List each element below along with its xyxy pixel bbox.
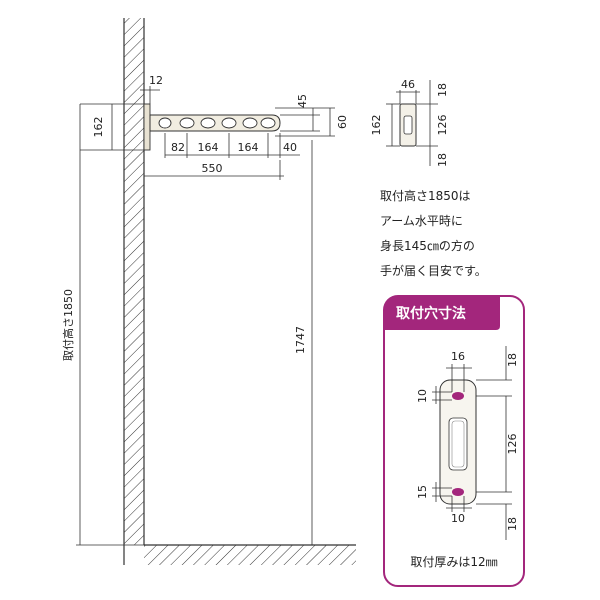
dim-bracket-height: 162 [92, 117, 105, 138]
hole-bracket-front [439, 379, 477, 505]
hole-dim-bottom: 18 [506, 517, 519, 531]
hole-panel-footer: 取付厚みは12㎜ [410, 555, 497, 569]
hole-dimension-lines [432, 346, 512, 540]
wall-bracket [143, 103, 151, 151]
note-line-1: 取付高さ1850は [380, 188, 471, 203]
dim-top-offset: 12 [149, 74, 163, 87]
note-line-4: 手が届く目安です。 [380, 263, 487, 278]
hole-dim-top: 18 [506, 353, 519, 367]
dim-ceiling-to-floor: 1747 [294, 326, 307, 354]
floor [144, 544, 356, 565]
front-dim-bottom: 18 [436, 153, 449, 167]
dim-arm-overall: 60 [336, 115, 349, 129]
front-dim-height: 162 [370, 115, 383, 136]
label-mount-height: 取付高さ1850 [61, 289, 75, 361]
hole-dim-width: 16 [451, 350, 465, 363]
hole-panel-header [384, 296, 500, 330]
lower-mount-hole [452, 488, 464, 496]
dim-seg-a: 82 [171, 141, 185, 154]
hole-dim-lower-width: 10 [451, 512, 465, 525]
front-bracket-small [399, 103, 417, 147]
hole-dim-upper: 10 [416, 389, 429, 403]
dim-arm-thickness: 45 [296, 94, 309, 108]
upper-mount-hole [452, 392, 464, 400]
front-dim-top: 18 [436, 83, 449, 97]
hole-dim-span: 126 [506, 434, 519, 455]
hole-dimension-panel: 取付穴寸法 [383, 295, 525, 587]
dim-seg-b: 164 [198, 141, 219, 154]
dim-seg-c: 164 [238, 141, 259, 154]
hole-dim-lower: 15 [416, 485, 429, 499]
front-dim-width: 46 [401, 78, 415, 91]
front-small-dimension-lines [386, 80, 438, 166]
wall [123, 18, 145, 565]
note-block: 取付高さ1850は アーム水平時に 身長145㎝の方の 手が届く目安です。 [380, 188, 487, 278]
dim-arm-length: 550 [202, 162, 223, 175]
note-line-3: 身長145㎝の方の [380, 238, 475, 253]
front-dim-hole-span: 126 [436, 115, 449, 136]
side-dimension-lines [76, 86, 335, 546]
arm-holes [158, 117, 276, 129]
drying-arm [149, 114, 281, 132]
hole-panel-title: 取付穴寸法 [396, 305, 466, 322]
dim-seg-d: 40 [283, 141, 297, 154]
note-line-2: アーム水平時に [380, 214, 463, 228]
